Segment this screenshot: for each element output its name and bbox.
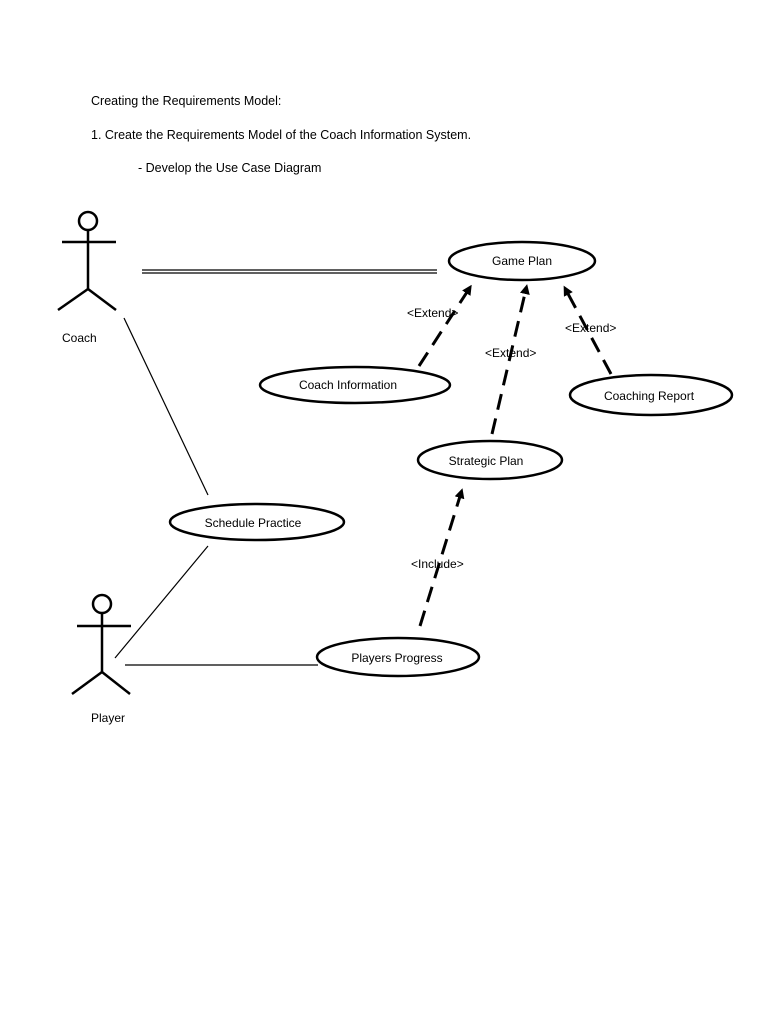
actor-coach: Coach — [57, 210, 117, 345]
doc-heading: Creating the Requirements Model: — [91, 94, 282, 108]
use-case-game-plan: Game Plan — [447, 240, 597, 282]
use-case-game-plan-label: Game Plan — [492, 254, 552, 268]
use-case-coaching-report: Coaching Report — [568, 373, 734, 417]
use-case-strategic-plan-label: Strategic Plan — [449, 454, 524, 468]
use-case-schedule-practice: Schedule Practice — [168, 502, 346, 542]
use-case-coach-information: Coach Information — [258, 365, 452, 405]
association-coach-schedule — [123, 317, 209, 496]
label-extend-coach-info: <Extend> — [407, 306, 458, 320]
label-include-players-progress: <Include> — [411, 557, 464, 571]
use-case-players-progress: Players Progress — [315, 636, 481, 678]
coach-leg-left — [57, 287, 89, 312]
dependencies — [417, 284, 613, 627]
actor-player: Player — [71, 593, 131, 725]
associations — [114, 269, 437, 666]
include-arrow-players-progress — [418, 488, 465, 627]
relation-labels: <Extend> <Extend> <Extend> <Include> — [407, 306, 616, 571]
player-head — [91, 593, 113, 615]
label-extend-strategic: <Extend> — [485, 346, 536, 360]
extend-arrow-coaching-report — [563, 285, 613, 375]
player-label: Player — [91, 711, 125, 725]
use-case-coaching-report-label: Coaching Report — [604, 389, 695, 403]
player-leg-left — [71, 670, 103, 696]
extend-arrow-coach-info — [417, 284, 472, 367]
coach-leg-right — [87, 288, 117, 311]
player-leg-right — [101, 671, 131, 695]
label-extend-coaching-report: <Extend> — [565, 321, 616, 335]
association-player-schedule — [114, 545, 209, 659]
coach-head — [77, 210, 99, 232]
extend-arrow-strategic — [490, 284, 530, 435]
coach-label: Coach — [62, 331, 97, 345]
use-case-players-progress-label: Players Progress — [351, 651, 442, 665]
doc-step: 1. Create the Requirements Model of the … — [91, 128, 472, 142]
doc-substep: - Develop the Use Case Diagram — [138, 161, 322, 175]
use-case-strategic-plan: Strategic Plan — [416, 439, 564, 481]
use-case-coach-information-label: Coach Information — [299, 378, 397, 392]
use-case-schedule-practice-label: Schedule Practice — [205, 516, 302, 530]
